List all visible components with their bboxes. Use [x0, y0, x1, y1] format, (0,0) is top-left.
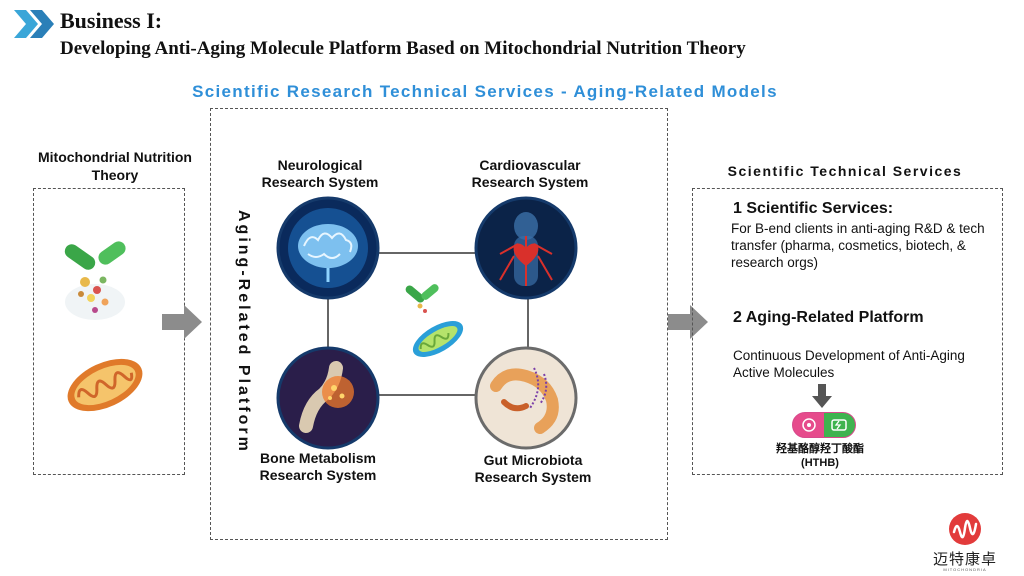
service2-body: Continuous Development of Anti-Aging Act… — [733, 348, 965, 380]
molecule-chinese-name: 羟基酪醇羟丁酸酯 — [776, 443, 864, 455]
molecule-abbr: (HTHB) — [801, 457, 839, 469]
gut-node-icon[interactable] — [474, 346, 578, 450]
arrow-right-icon — [668, 305, 708, 339]
arrow-down-icon — [812, 384, 832, 408]
service1-heading: 1 Scientific Services: — [733, 200, 894, 217]
business-title: Business I: — [60, 8, 163, 33]
molecule-capsule-icon — [792, 412, 856, 438]
mitochondria-capsule-icon — [405, 284, 464, 357]
node-label-gut-microbiota: Gut Microbiota Research System — [474, 452, 592, 485]
left-panel-title: Mitochondrial Nutrition Theory — [38, 149, 192, 183]
arrow-right-icon — [162, 305, 202, 339]
right-panel-title: Scientific Technical Services — [727, 163, 963, 179]
node-label-bone-metabolism: Bone Metabolism Research System — [259, 450, 377, 483]
platform-vertical-label: Aging-Related Platform — [235, 210, 252, 454]
business-subtitle: Developing Anti-Aging Molecule Platform … — [60, 38, 746, 59]
right-panel — [692, 188, 1003, 475]
heart-node-icon[interactable] — [474, 196, 578, 300]
supplement-capsule-icon — [64, 241, 126, 320]
node-label-neurological: Neurological Research System — [261, 157, 379, 190]
company-logo-text: 迈特康卓 — [932, 551, 997, 568]
company-logo-icon — [949, 513, 981, 545]
service2-heading: 2 Aging-Related Platform — [733, 309, 924, 326]
molecule-label: 羟基酪醇羟丁酸酯 (HTHB) — [760, 442, 880, 470]
service1-body: For B-end clients in anti-aging R&D & te… — [731, 221, 985, 270]
company-logo-subtext: MITOCHONDRIA — [943, 567, 987, 572]
brain-node-icon[interactable] — [276, 196, 380, 300]
center-panel — [210, 108, 668, 540]
node-label-cardiovascular: Cardiovascular Research System — [471, 157, 589, 190]
section-heading: Scientific Research Technical Services -… — [192, 82, 778, 101]
bone-node-icon[interactable] — [276, 346, 380, 450]
double-chevron-icon — [14, 10, 54, 38]
mitochondria-icon — [67, 358, 143, 412]
